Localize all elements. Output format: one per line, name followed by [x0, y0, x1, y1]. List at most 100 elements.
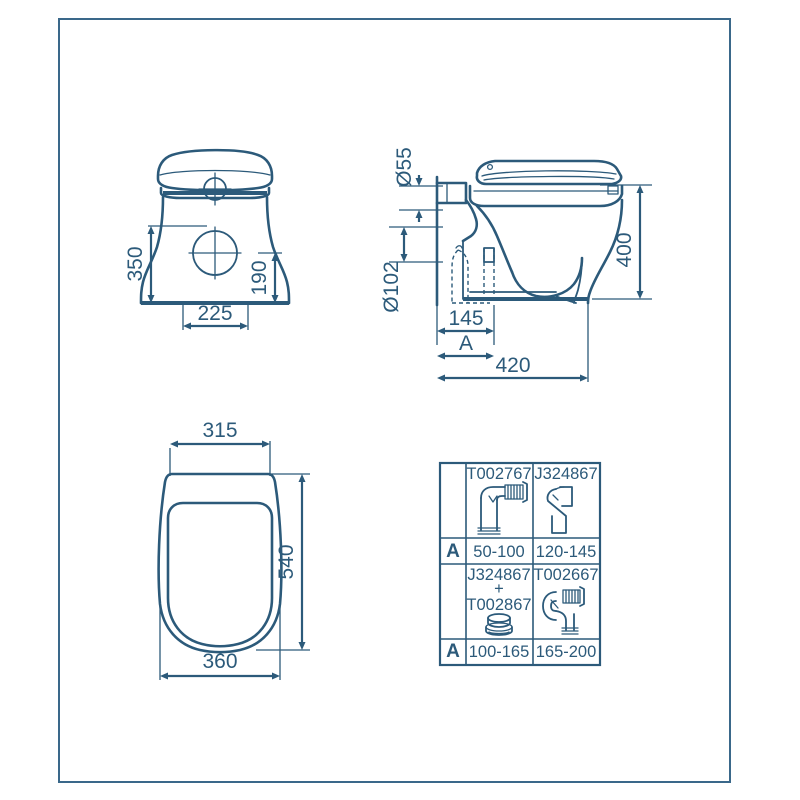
trap-curve: [510, 256, 584, 299]
table-cell-code-top-right: J324867: [534, 465, 597, 483]
dim-400-arrow-top: [636, 185, 644, 193]
dim-label-420: 420: [495, 354, 530, 377]
table-cell-code-top-left: T002767: [466, 465, 531, 483]
bellows-end-collar: [522, 481, 528, 503]
rim-funnel-upper: [461, 198, 479, 243]
table-cell-code-bottom-left-2: T002867: [466, 596, 531, 614]
elbow-vertical-leg: [480, 497, 498, 531]
dim-145-arrow-right: [486, 327, 494, 335]
bent-pipe-flow-mark: [550, 599, 559, 609]
dim-225-arrow-left: [183, 322, 191, 330]
bent-pipe-hook-outer: [542, 591, 557, 621]
table-cell-range-top-left: 50-100: [473, 543, 524, 561]
bellows-ribs: [507, 484, 521, 500]
dim-label-dia-55: Ø55: [393, 147, 416, 187]
dim-label-360: 360: [202, 650, 237, 673]
offset-s-bend-pipe-icon: [546, 486, 573, 534]
sheet-border: [58, 18, 731, 783]
dim-a-arrow-left: [437, 352, 445, 360]
front-elevation-view: 350 190 225: [124, 148, 291, 330]
dim-55-arrow-top: [415, 178, 423, 186]
dim-label-190: 190: [248, 260, 271, 295]
dim-label-350: 350: [124, 246, 147, 281]
dim-420-arrow-right: [580, 374, 588, 382]
dim-55-arrow-bottom: [415, 210, 423, 218]
bowl-outer-right: [586, 198, 624, 305]
bent-pipe-with-bellows-icon: [542, 586, 585, 635]
table-cell-code-bottom-left-1: J324867: [467, 566, 530, 584]
dim-label-a: A: [459, 332, 473, 355]
table-cell-range-bottom-right: 165-200: [536, 643, 597, 661]
side-seat-lid-inner: [481, 170, 617, 177]
seat-hinge-dot: [486, 163, 494, 171]
elbow-bend-inner: [496, 495, 506, 501]
dim-label-dia-102: Ø102: [380, 261, 403, 312]
dim-label-540: 540: [275, 544, 298, 579]
dim-350-arrow-top: [147, 226, 155, 234]
spigot-block: [483, 247, 495, 263]
dim-label-145: 145: [448, 307, 483, 330]
bowl-left-profile: [139, 195, 165, 305]
dim-102-arrow-bottom: [400, 254, 408, 262]
dim-540-arrow-top: [298, 474, 306, 482]
plan-inner-seat: [166, 501, 274, 648]
bent-pipe-down-leg: [555, 610, 575, 631]
table-cell-code-bottom-left-plus: +: [494, 580, 504, 598]
s-bend-top-lip: [555, 486, 565, 490]
dim-400-arrow-bottom: [636, 291, 644, 299]
dim-a-arrow-right: [486, 352, 494, 360]
bent-bellows-ribs: [565, 589, 579, 604]
dim-360-arrow-left: [160, 672, 168, 680]
top-plan-view: 315 540 360: [157, 419, 310, 680]
table-cell-range-top-right: 120-145: [536, 543, 597, 561]
dim-225-arrow-right: [240, 322, 248, 330]
dim-102-arrow-top: [400, 227, 408, 235]
elbow-pipe-with-bellows-icon: [477, 481, 528, 535]
elbow-bend-outer: [480, 486, 506, 499]
dim-315-arrow-left: [170, 440, 178, 448]
dim-145-arrow-left: [437, 327, 445, 335]
side-seat-ring: [468, 184, 624, 208]
bent-pipe-bottom-rings: [561, 627, 579, 635]
collar-top-ellipse: [487, 613, 511, 623]
table-row-label-a-2: A: [446, 641, 460, 662]
bent-pipe-hook-inner: [550, 600, 557, 612]
hidden-outlet-left: [451, 249, 459, 303]
bowl-right-profile: [265, 195, 291, 305]
elbow-flow-arrow: [488, 495, 498, 503]
rim-funnel-inner: [475, 204, 514, 274]
side-seat-lid-inner2: [483, 175, 615, 181]
table-cell-code-bottom-right: T002667: [533, 566, 598, 584]
s-bend-flow-mark: [552, 494, 559, 501]
dim-label-315: 315: [202, 419, 237, 442]
dim-315-arrow-right: [262, 440, 270, 448]
dim-190-arrow-top: [271, 253, 279, 261]
seat-lid-outline: [156, 148, 274, 192]
hidden-outlet-right: [457, 249, 469, 303]
table-row-label-a-1: A: [446, 541, 460, 562]
table-cell-range-bottom-left: 100-165: [469, 643, 530, 661]
elbow-bottom-rings: [477, 527, 501, 535]
dim-350-arrow-bottom: [147, 295, 155, 303]
dim-label-400: 400: [613, 232, 636, 267]
s-bend-outer-path: [546, 488, 567, 534]
side-seat-lid: [475, 159, 623, 186]
seat-buffer: [607, 185, 619, 195]
dim-540-arrow-bottom: [298, 642, 306, 650]
s-bend-socket: [559, 486, 573, 507]
dim-label-225: 225: [197, 302, 232, 325]
connector-reference-table: T002767 50-100 J324867 120-145: [438, 461, 602, 667]
collar-bottom-line: [488, 631, 510, 635]
collar-lower-body: [485, 626, 513, 636]
upper-crosshair-lines: [198, 172, 232, 206]
seat-lid-inner-line: [159, 169, 271, 176]
bent-bellows-end-collar: [579, 586, 585, 607]
lower-crosshair-lines: [188, 226, 242, 280]
dim-420-arrow-left: [437, 374, 445, 382]
plan-outer-rim: [157, 472, 283, 654]
collar-adapter-ring-icon: [485, 613, 513, 636]
dim-360-arrow-right: [272, 672, 280, 680]
flush-inlet-stub: [435, 181, 468, 205]
